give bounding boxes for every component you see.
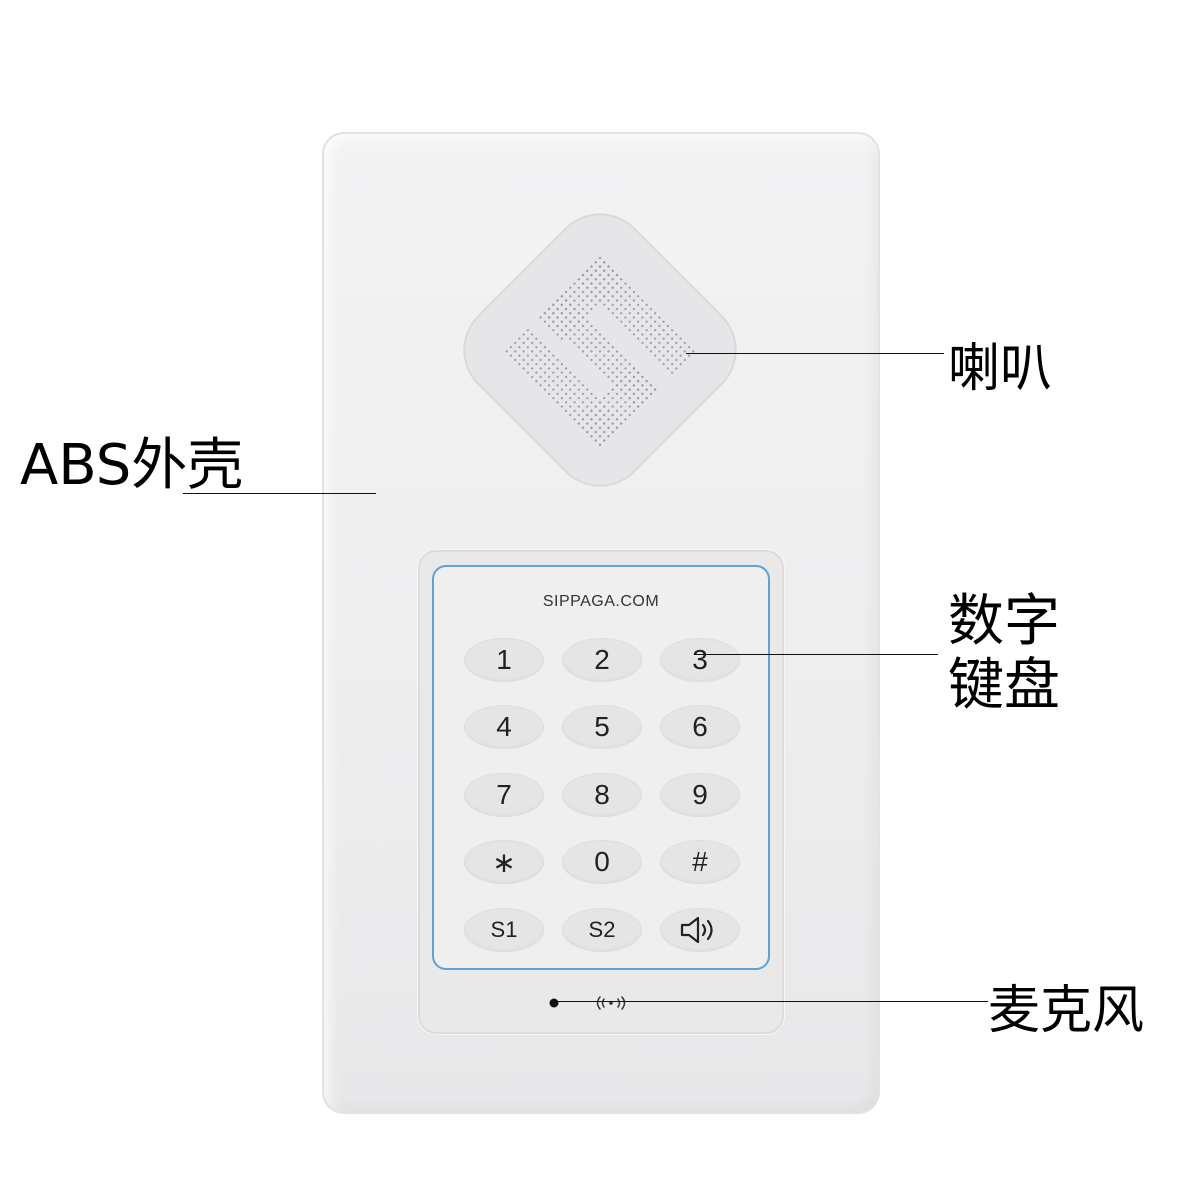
key-8[interactable]: 8: [562, 773, 642, 817]
key-6[interactable]: 6: [660, 705, 740, 749]
key-s1[interactable]: S1: [464, 908, 544, 952]
speaker-grille: [463, 213, 737, 487]
key-7[interactable]: 7: [464, 773, 544, 817]
key-s2[interactable]: S2: [562, 908, 642, 952]
key-speaker[interactable]: [660, 908, 740, 952]
mic-wave-icon: [596, 996, 626, 1010]
key-0[interactable]: 0: [562, 840, 642, 884]
speaker-volume-icon: [680, 916, 713, 944]
key-hash[interactable]: #: [660, 840, 740, 884]
shell-callout-line: [183, 493, 376, 494]
speaker-label: 喇叭: [948, 339, 1053, 399]
microphone: [549, 996, 626, 1010]
key-1[interactable]: 1: [464, 638, 544, 682]
keypad-panel: [432, 565, 770, 970]
key-2[interactable]: 2: [562, 638, 642, 682]
keypad-label: 数字 键盘: [948, 590, 1060, 718]
key-3[interactable]: 3: [660, 638, 740, 682]
key-5[interactable]: 5: [562, 705, 642, 749]
speaker-callout-line: [686, 353, 944, 354]
shell-label: ABS外壳: [20, 433, 244, 498]
key-4[interactable]: 4: [464, 705, 544, 749]
mic-callout-line: [558, 1001, 988, 1002]
key-star[interactable]: ∗: [464, 840, 544, 884]
mic-label: 麦克风: [988, 981, 1145, 1041]
keypad-label-line1: 数字: [948, 589, 1060, 654]
keypad-label-line2: 键盘: [948, 653, 1060, 718]
brand-text: SIPPAGA.COM: [542, 593, 660, 610]
keypad-callout-line: [694, 654, 938, 655]
mic-hole-icon: [549, 998, 559, 1008]
key-9[interactable]: 9: [660, 773, 740, 817]
